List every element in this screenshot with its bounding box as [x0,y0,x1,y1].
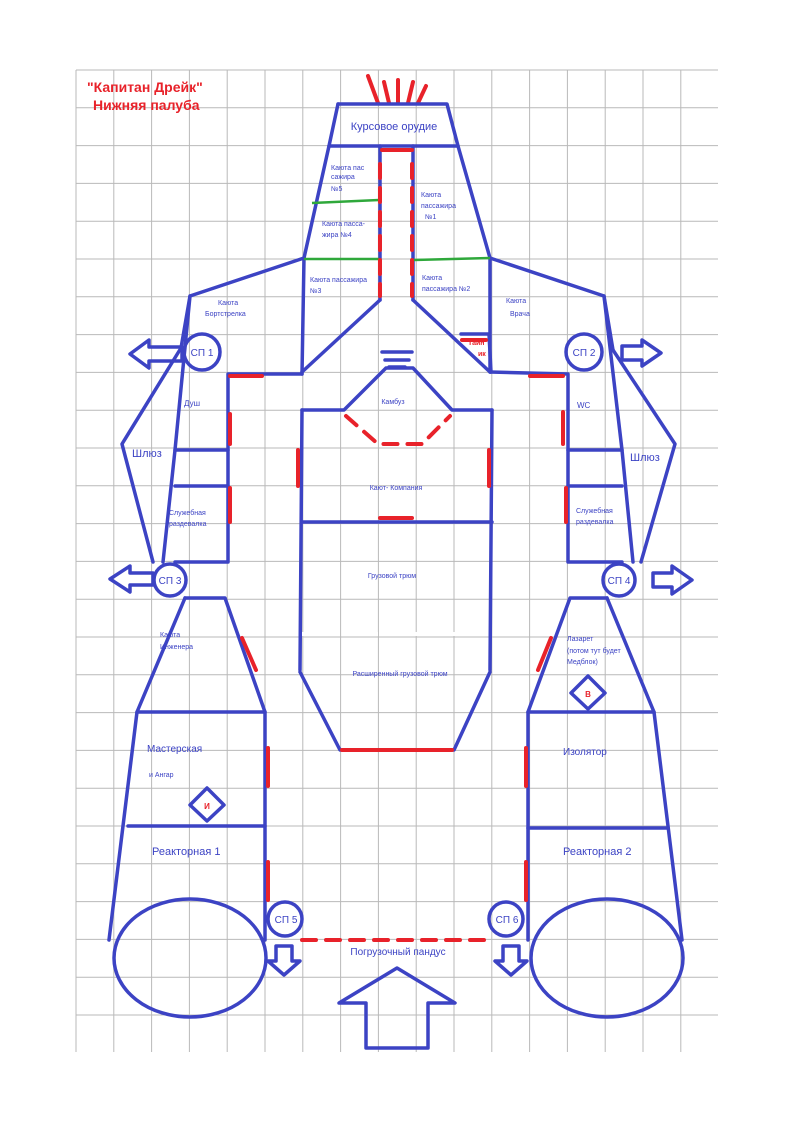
label-engineer: Каюта [160,632,180,639]
svg-text:жира №4: жира №4 [322,232,352,239]
svg-text:Бортстрелка: Бортстрелка [205,311,246,318]
label-hangar: и Ангар [149,772,174,779]
bow-lights-icon [366,74,428,105]
marker-labels: СП 1 СП 2 СП 3 СП 4 СП 5 СП 6 И В [159,348,631,926]
hull-walls [107,102,694,1050]
sp1-label: СП 1 [191,348,214,359]
svg-text:(потом тут будет: (потом тут будет [567,647,621,655]
label-cargo-ext: Расширенный грузовой трюм [352,670,447,678]
label-bow-gun: Курсовое орудие [351,121,438,133]
label-airlock-left: Шлюз [132,448,162,460]
svg-text:Инженера: Инженера [160,644,193,651]
svg-text:сажира: сажира [331,174,355,181]
label-reactor2: Реакторная 2 [563,846,632,858]
label-doctor: Каюта [506,298,526,305]
label-wc: WC [577,401,591,410]
label-wardroom: Кают- Компания [370,485,423,492]
doors [228,148,568,942]
diamond-right-label: В [585,690,591,699]
label-cabin1: Каюта [421,192,441,199]
label-reactor1: Реакторная 1 [152,846,221,858]
svg-text:раздевалка: раздевалка [169,521,207,528]
label-cabin3: Каюта пассажира [310,277,367,284]
label-locker-right: Служебная [576,507,613,515]
room-labels: Курсовое орудие Каюта пас сажира №5 Кают… [132,121,660,958]
sp3-label: СП 3 [159,576,182,587]
label-sickbay: Лазарет [567,636,594,643]
label-isolator: Изолятор [563,747,607,758]
svg-text:ик: ик [478,351,486,358]
diamond-left-label: И [204,802,210,811]
label-shower: Душ [184,399,200,408]
label-cabin4: Каюта пасса- [322,221,366,228]
svg-text:Врача: Врача [510,311,530,318]
svg-text:пассажира №2: пассажира №2 [422,286,470,293]
sp4-label: СП 4 [608,576,631,587]
label-gunner: Каюта [218,300,238,307]
label-ramp: Погрузочный пандус [350,947,445,958]
label-cabin5: Каюта пас [331,165,365,172]
svg-text:№3: №3 [310,288,322,295]
label-workshop: Мастерская [147,744,202,755]
svg-text:пассажира: пассажира [421,203,456,210]
label-galley: Камбуз [381,398,404,406]
deck-name: Нижняя палуба [93,97,200,113]
sp2-label: СП 2 [573,348,596,359]
sp6-label: СП 6 [496,915,519,926]
sp5-label: СП 5 [275,915,298,926]
green-partitions [304,198,491,262]
svg-text:№1: №1 [425,214,437,221]
label-cabin2: Каюта [422,275,442,282]
label-stash: Тайн [468,339,485,347]
ship-name: "Капитан Дрейк" [87,79,203,95]
label-airlock-right: Шлюз [630,452,660,464]
label-locker-left: Служебная [169,509,206,517]
svg-text:№5: №5 [331,186,343,193]
label-cargo: Грузовой трюм [368,572,416,580]
svg-text:Медблок): Медблок) [567,658,598,666]
svg-text:раздевалка: раздевалка [576,519,614,526]
